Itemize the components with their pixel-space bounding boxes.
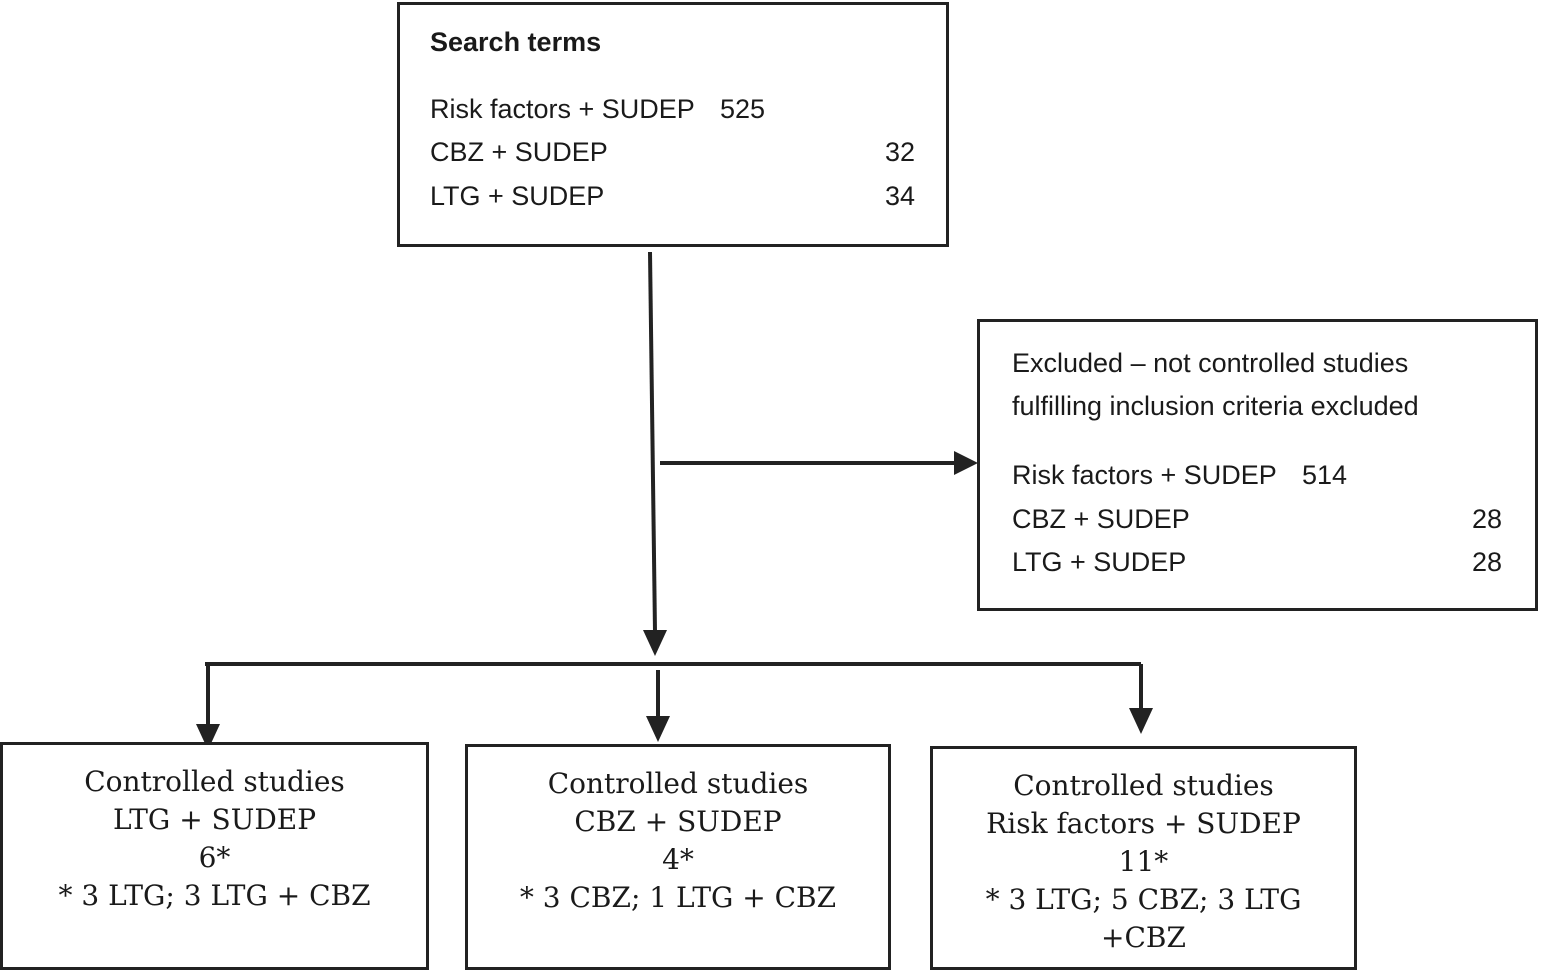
middle-arrowhead xyxy=(646,716,670,742)
search-row-cbz: CBZ + SUDEP 32 xyxy=(430,137,915,168)
search-row-label: Risk factors + SUDEP xyxy=(430,94,695,124)
outcome-count: 6* xyxy=(198,841,231,874)
excluded-heading-line1: Excluded – not controlled studies xyxy=(1012,348,1409,378)
outcome-heading: Controlled studies xyxy=(1013,769,1274,802)
left-arrowhead xyxy=(196,724,220,750)
right-arrowhead xyxy=(1129,708,1153,734)
outcome-label: LTG + SUDEP xyxy=(112,803,317,836)
outcome-heading: Controlled studies xyxy=(84,765,345,798)
search-row-label: LTG + SUDEP xyxy=(430,181,605,211)
search-row-value: 525 xyxy=(720,94,766,124)
search-row-value: 32 xyxy=(884,137,915,167)
excluded-row-value: 28 xyxy=(1471,504,1502,534)
excluded-row-risk: Risk factors + SUDEP 514 xyxy=(1012,460,1347,491)
outcome-label: CBZ + SUDEP xyxy=(574,805,782,838)
search-row-risk: Risk factors + SUDEP 525 xyxy=(430,94,765,125)
search-row-label: CBZ + SUDEP xyxy=(430,137,608,167)
outcome-box-cbz: Controlled studies CBZ + SUDEP 4* * 3 CB… xyxy=(465,744,891,970)
excluded-row-label: LTG + SUDEP xyxy=(1012,547,1187,577)
search-row-ltg: LTG + SUDEP 34 xyxy=(430,181,915,212)
excluded-heading-line2: fulfilling inclusion criteria excluded xyxy=(1012,391,1419,421)
exclusion-arrowhead xyxy=(954,451,978,475)
excluded-row-label: CBZ + SUDEP xyxy=(1012,504,1190,534)
excluded-heading: Excluded – not controlled studies fulfil… xyxy=(1012,342,1512,428)
search-terms-title: Search terms xyxy=(430,27,602,57)
main-flow-line xyxy=(648,251,657,633)
excluded-row-label: Risk factors + SUDEP xyxy=(1012,460,1277,490)
outcome-count: 4* xyxy=(662,843,694,876)
search-terms-box: Search terms Risk factors + SUDEP 525 CB… xyxy=(397,2,949,247)
outcome-note-continued: +CBZ xyxy=(1101,921,1186,954)
search-row-value: 34 xyxy=(884,181,915,211)
outcome-note: * 3 LTG; 5 CBZ; 3 LTG xyxy=(985,883,1302,916)
outcome-label: Risk factors + SUDEP xyxy=(986,807,1301,840)
outcome-box-risk-factors: Controlled studies Risk factors + SUDEP … xyxy=(930,746,1357,970)
outcome-count: 11* xyxy=(1118,845,1169,878)
excluded-row-cbz: CBZ + SUDEP 28 xyxy=(1012,504,1502,535)
excluded-row-ltg: LTG + SUDEP 28 xyxy=(1012,547,1502,578)
outcome-note: * 3 CBZ; 1 LTG + CBZ xyxy=(519,881,837,914)
outcome-note: * 3 LTG; 3 LTG + CBZ xyxy=(58,879,371,912)
main-arrowhead xyxy=(643,630,667,656)
excluded-row-value: 28 xyxy=(1471,547,1502,577)
outcome-box-ltg: Controlled studies LTG + SUDEP 6* * 3 LT… xyxy=(0,742,429,970)
outcome-heading: Controlled studies xyxy=(547,767,809,800)
excluded-row-value: 514 xyxy=(1302,460,1348,490)
excluded-box: Excluded – not controlled studies fulfil… xyxy=(977,319,1538,611)
